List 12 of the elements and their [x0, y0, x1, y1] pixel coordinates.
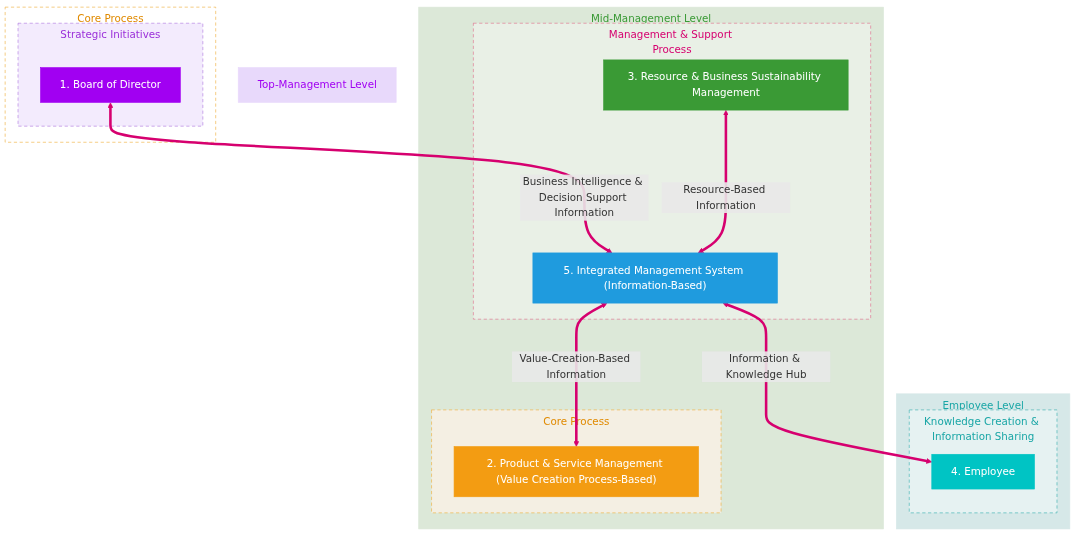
edge-label: Business Intelligence & Decision Support Information	[522, 176, 643, 220]
edge-label: Value-Creation-Based Information	[519, 353, 630, 381]
edge-label: Resource-Based Information	[683, 183, 766, 212]
node-box: 5. Integrated Management System (Information-Based)	[532, 253, 778, 304]
node-box: Top-Management Level	[237, 67, 397, 104]
node-box: 4. Employee	[931, 454, 1035, 490]
arrow	[722, 302, 933, 465]
node-box: 2. Product & Service Management (Value Creation Process-Based)	[453, 446, 699, 498]
node-box: 1. Board of Director	[40, 67, 181, 104]
edge-label: Information & Knowledge Hub	[725, 353, 807, 381]
node-box: 3. Resource & Business Sustainability Management	[603, 60, 849, 111]
arrow	[107, 102, 613, 254]
